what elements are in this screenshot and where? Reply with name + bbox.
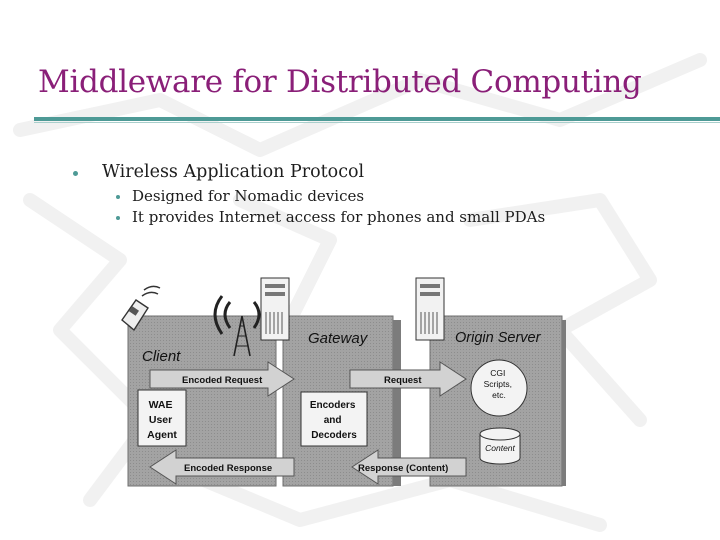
encoded-request-arrow [149, 361, 295, 397]
response-content-arrow [351, 449, 467, 485]
gateway-server-icon [260, 277, 290, 341]
encoded-response-arrow [149, 449, 295, 485]
origin-server-label: Origin Server [455, 330, 542, 346]
bullet-item: Wireless Application Protocol [73, 162, 545, 182]
sub-bullet-list: Designed for Nomadic devices It provides… [116, 187, 545, 226]
content-label: Content [485, 443, 515, 453]
bullet-list: Wireless Application Protocol Designed f… [73, 162, 545, 229]
wae-label: WAE User Agent [147, 399, 177, 441]
encoded-request-label: Encoded Request [182, 375, 263, 386]
encoded-response-label: Encoded Response [184, 463, 272, 474]
bullet-text: Wireless Application Protocol [102, 162, 365, 182]
encoders-decoders-box [300, 391, 368, 447]
cgi-line: etc. [492, 390, 506, 400]
cgi-scripts-shape [470, 359, 528, 417]
cgi-label: CGI Scripts, etc. [484, 368, 515, 400]
encoders-line: and [324, 415, 342, 426]
wae-line: Agent [147, 429, 177, 441]
wae-line: User [149, 414, 172, 426]
cgi-line: CGI [490, 368, 505, 378]
wap-architecture-diagram: Client Gateway Origin Server Encoded Req… [121, 277, 566, 487]
sub-bullet-item: It provides Internet access for phones a… [116, 208, 545, 226]
sub-bullet-text: Designed for Nomadic devices [132, 187, 365, 205]
gateway-label: Gateway [308, 330, 369, 347]
cgi-line: Scripts, [484, 379, 512, 389]
encoders-line: Encoders [310, 400, 356, 411]
sub-bullet-text: It provides Internet access for phones a… [132, 208, 546, 226]
origin-shadow [562, 320, 566, 486]
sub-bullet-item: Designed for Nomadic devices [116, 187, 545, 205]
client-label: Client [142, 348, 181, 365]
slide-title: Middleware for Distributed Computing [38, 64, 642, 100]
wae-line: WAE [149, 399, 173, 411]
bullet-dot [116, 216, 120, 220]
phone-icon [121, 285, 161, 332]
origin-server-icon [415, 277, 445, 341]
title-rule [34, 117, 720, 121]
request-label: Request [384, 375, 422, 386]
bullet-dot [116, 195, 120, 199]
bullet-dot [73, 171, 78, 176]
title-rule-thin [34, 122, 720, 123]
response-content-label: Response (Content) [358, 463, 448, 474]
encoders-label: Encoders and Decoders [310, 400, 358, 441]
content-database-icon [479, 427, 521, 465]
encoders-line: Decoders [311, 430, 357, 441]
gateway-shadow [393, 320, 401, 486]
wae-user-agent-box [137, 389, 187, 447]
request-arrow [349, 361, 467, 397]
